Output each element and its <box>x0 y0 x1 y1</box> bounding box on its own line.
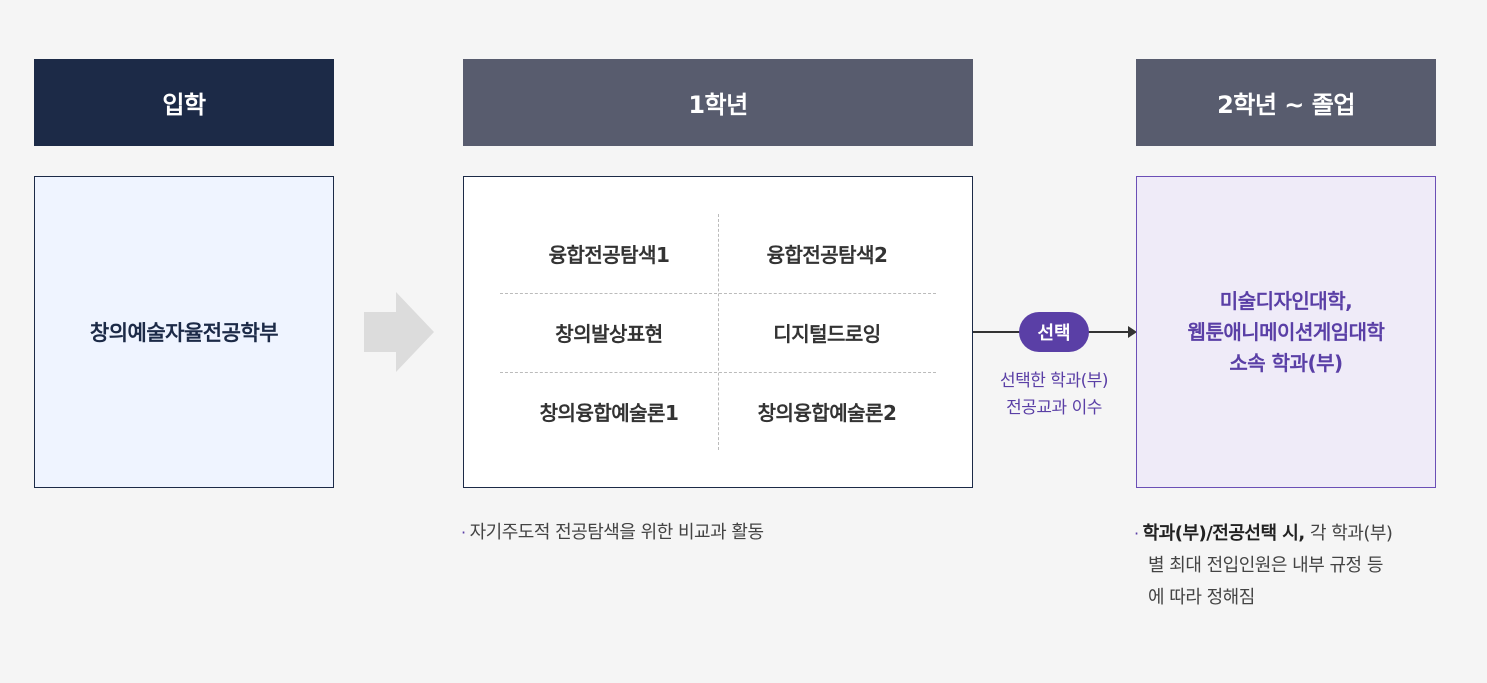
graduation-note-bold: 학과(부)/전공선택 시, <box>1142 523 1306 544</box>
year1-header: 1학년 <box>463 59 973 146</box>
year1-courses-box: 융합전공탐색1 융합전공탐색2 창의발상표현 디지털드로잉 창의융합예술론1 창… <box>463 176 973 488</box>
select-caption-line: 선택한 학과(부) <box>999 371 1109 391</box>
graduation-destination: 미술디자인대학, 웹툰애니메이션게임대학 소속 학과(부) <box>1188 286 1385 379</box>
course-item: 창의융합예술론2 <box>757 401 897 425</box>
course-item: 디지털드로잉 <box>773 322 881 346</box>
course-grid: 융합전공탐색1 융합전공탐색2 창의발상표현 디지털드로잉 창의융합예술론1 창… <box>500 214 936 450</box>
graduation-note-text: 각 학과(부) <box>1304 523 1393 544</box>
bullet-icon: · <box>461 523 466 542</box>
arrowhead-icon <box>1128 326 1137 338</box>
year1-note-text: 자기주도적 전공탐색을 위한 비교과 활동 <box>469 522 764 543</box>
course-item: 융합전공탐색1 <box>548 243 670 267</box>
year2-graduation-header: 2학년 ~ 졸업 <box>1136 59 1436 146</box>
graduation-note-line: 에 따라 정해짐 <box>1148 587 1255 608</box>
graduation-note-line: 별 최대 전입인원은 내부 규정 등 <box>1148 555 1383 576</box>
course-item: 창의융합예술론1 <box>539 401 679 425</box>
course-item: 창의발상표현 <box>555 322 663 346</box>
grid-divider-horizontal <box>500 293 936 294</box>
select-badge-label: 선택 <box>1037 323 1071 344</box>
graduation-note: ·학과(부)/전공선택 시, 각 학과(부) 별 최대 전입인원은 내부 규정 … <box>1134 518 1444 614</box>
graduation-box: 미술디자인대학, 웹툰애니메이션게임대학 소속 학과(부) <box>1136 176 1436 488</box>
grid-divider-vertical <box>718 214 719 450</box>
destination-line: 웹툰애니메이션게임대학 <box>1187 319 1385 344</box>
right-arrow-icon <box>364 292 434 372</box>
grid-divider-horizontal <box>500 372 936 373</box>
admission-header: 입학 <box>34 59 334 146</box>
course-item: 융합전공탐색2 <box>766 243 888 267</box>
destination-line: 미술디자인대학, <box>1219 288 1353 313</box>
year1-note: ·자기주도적 전공탐색을 위한 비교과 활동 <box>461 517 941 549</box>
bullet-icon: · <box>1134 524 1139 543</box>
select-caption: 선택한 학과(부) 전공교과 이수 <box>973 368 1135 422</box>
admission-box: 창의예술자율전공학부 <box>34 176 334 488</box>
select-caption-line: 전공교과 이수 <box>1006 398 1102 418</box>
select-badge: 선택 <box>1019 312 1089 352</box>
destination-line: 소속 학과(부) <box>1229 350 1343 375</box>
admission-program: 창의예술자율전공학부 <box>89 321 279 345</box>
